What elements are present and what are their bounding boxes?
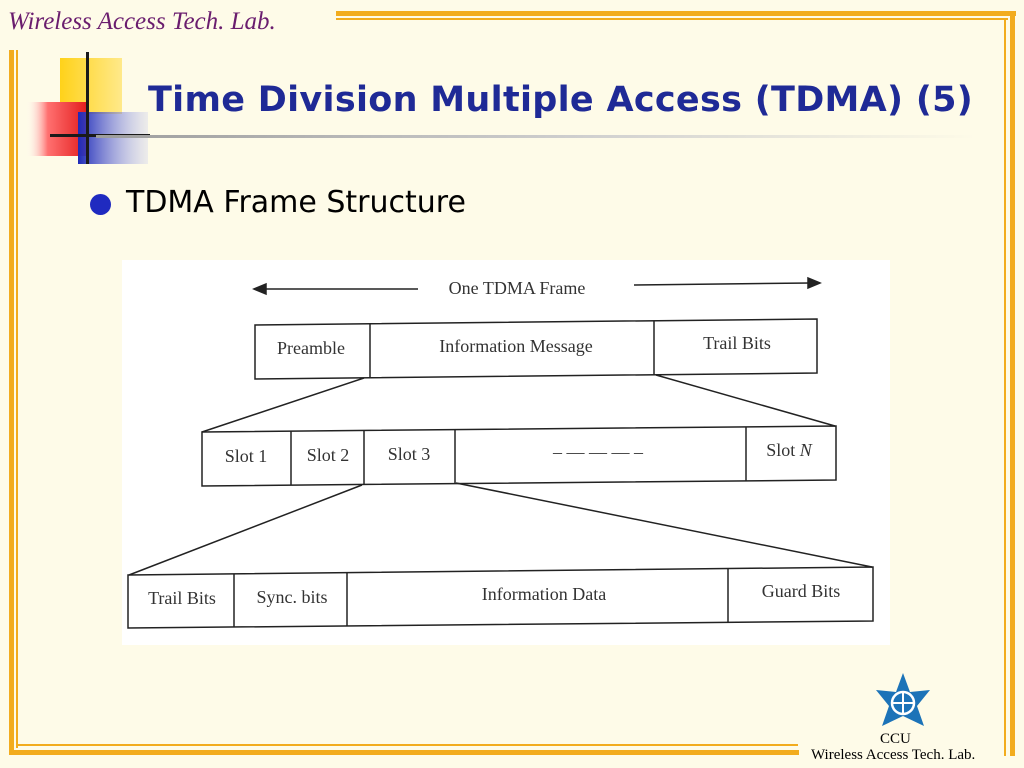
- slot-n: Slot N: [766, 440, 813, 460]
- page-title: Time Division Multiple Access (TDMA) (5): [148, 80, 974, 120]
- border-top-inner: [336, 18, 1008, 20]
- slot-row-outline: [201, 425, 837, 487]
- field-sync-bits: Sync. bits: [256, 587, 327, 607]
- lab-name-header: Wireless Access Tech. Lab.: [8, 8, 276, 35]
- frame-field-preamble: Preamble: [277, 338, 345, 358]
- field-row-outline: [127, 566, 874, 629]
- field-trail-bits: Trail Bits: [148, 588, 216, 608]
- ccu-logo-icon: [876, 673, 930, 726]
- lab-name-footer: Wireless Access Tech. Lab.: [811, 747, 976, 763]
- frame-arrowhead-left: [252, 282, 267, 296]
- field-information-data: Information Data: [482, 584, 606, 604]
- diagram-background: [122, 260, 890, 645]
- frame-row-outline: [254, 318, 818, 380]
- border-left-outer: [9, 50, 14, 755]
- border-bottom-inner: [16, 744, 798, 746]
- border-right-inner: [1004, 18, 1006, 756]
- frame-arrow-right: [633, 282, 811, 286]
- bullet-text: TDMA Frame Structure: [126, 185, 466, 220]
- bullet-icon: [90, 194, 111, 215]
- slot-3: Slot 3: [388, 444, 431, 464]
- slot-2: Slot 2: [307, 445, 350, 465]
- corner-decoration: [26, 52, 150, 164]
- border-top-outer: [336, 11, 1016, 16]
- expand-line-1b: [655, 374, 836, 427]
- expand-line-1a: [201, 377, 365, 433]
- slot-ellipsis: – — — — –: [552, 442, 644, 462]
- frame-arrowhead-right: [807, 276, 822, 290]
- border-left-inner: [16, 50, 18, 748]
- border-right-outer: [1010, 11, 1015, 756]
- frame-field-trail-bits: Trail Bits: [703, 333, 771, 353]
- red-block: [26, 102, 88, 156]
- frame-label: One TDMA Frame: [449, 278, 586, 298]
- deco-vertical-bar: [86, 52, 89, 164]
- ccu-label: CCU: [880, 731, 911, 747]
- slot-1: Slot 1: [225, 446, 268, 466]
- title-underline: [96, 135, 976, 138]
- blue-block: [78, 112, 148, 164]
- frame-field-information-message: Information Message: [439, 336, 592, 356]
- border-bottom-outer: [9, 750, 799, 755]
- expand-line-2a: [128, 484, 363, 576]
- field-guard-bits: Guard Bits: [762, 581, 841, 601]
- expand-line-2b: [455, 482, 873, 568]
